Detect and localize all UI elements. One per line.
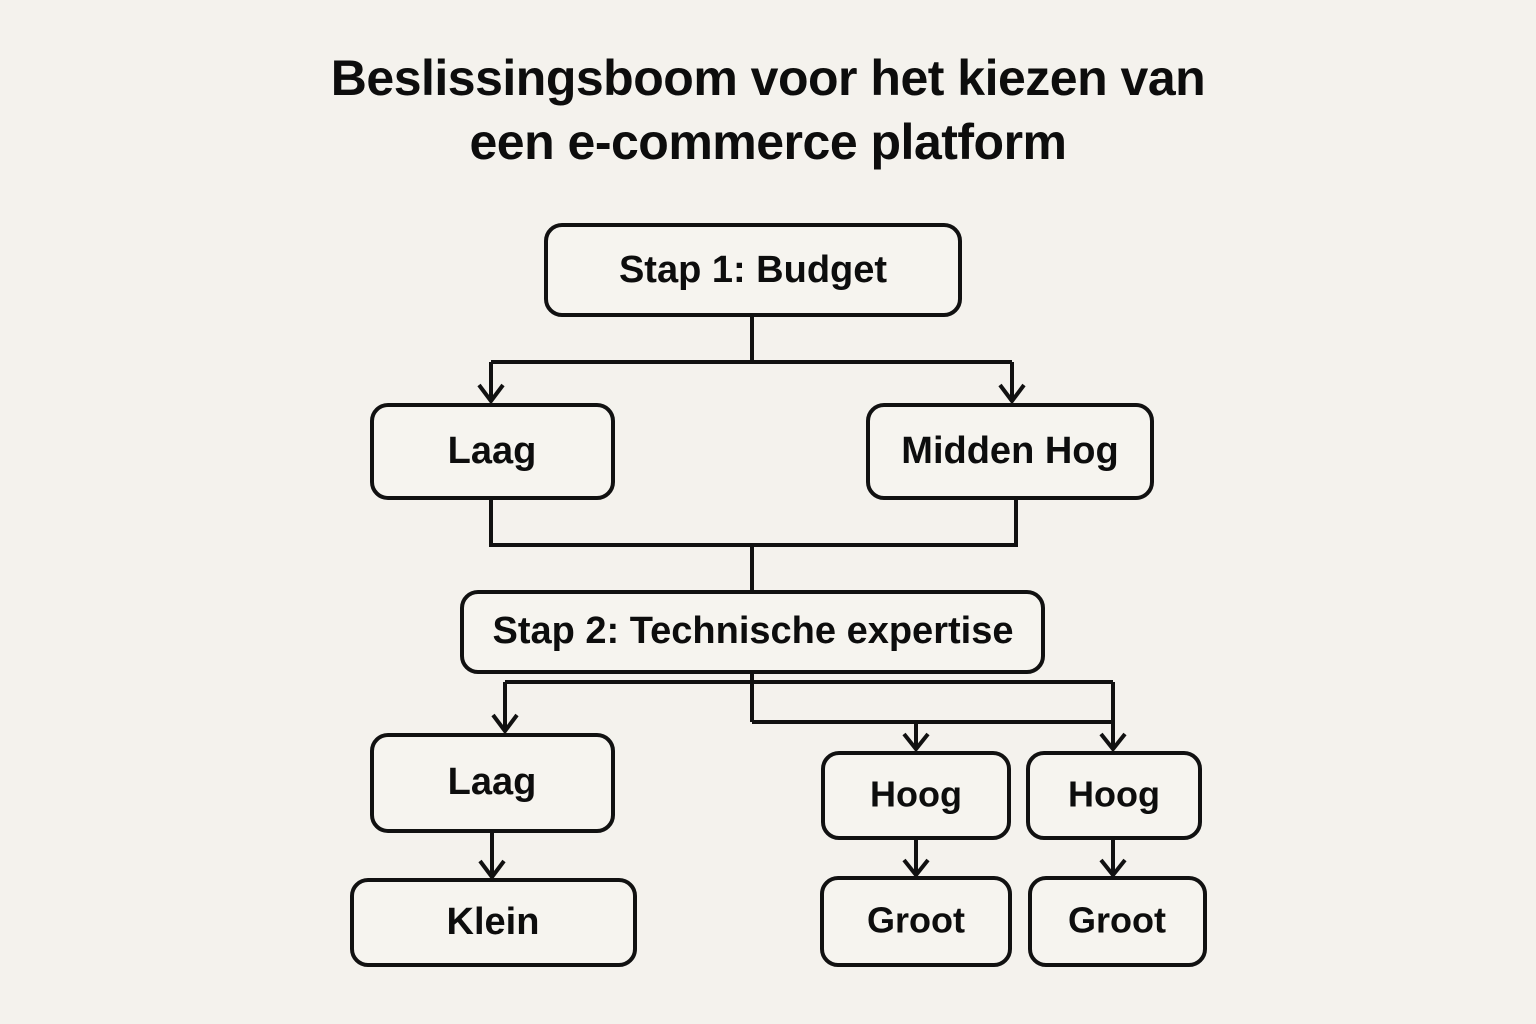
arrow-head-groot1 — [902, 858, 930, 879]
edge-middenhog-to-merge — [752, 498, 1018, 547]
node-groot-2[interactable]: Groot — [1028, 876, 1207, 967]
arrow-head-middenhog — [998, 383, 1026, 405]
node-klein[interactable]: Klein — [350, 878, 637, 967]
node-midden-hog-label: Midden Hog — [901, 430, 1118, 472]
node-groot-1-shape[interactable] — [820, 876, 1012, 967]
page-title: Beslissingsboom voor het kiezen van een … — [330, 50, 1206, 170]
node-layer: Stap 1: Budget Laag Midden Hog Stap 2: T… — [350, 223, 1207, 967]
node-groot-1[interactable]: Groot — [820, 876, 1012, 967]
node-groot-2-shape[interactable] — [1028, 876, 1207, 967]
node-root-shape[interactable] — [544, 223, 962, 317]
node-laag-expertise-shape[interactable] — [370, 733, 615, 833]
node-laag-budget[interactable]: Laag — [370, 403, 615, 500]
node-step2-label: Stap 2: Technische expertise — [493, 610, 1014, 652]
node-groot-1-label: Groot — [867, 900, 965, 941]
node-groot-2-label: Groot — [1068, 900, 1166, 941]
arrow-head-groot2 — [1099, 858, 1127, 879]
node-klein-label: Klein — [447, 901, 540, 943]
node-step2[interactable]: Stap 2: Technische expertise — [460, 590, 1045, 674]
node-hoog-1-label: Hoog — [870, 774, 962, 815]
arrow-head-laag2 — [491, 713, 519, 735]
edge-laag1-to-merge — [489, 498, 752, 547]
node-hoog-1-shape[interactable] — [821, 751, 1011, 840]
arrow-head-klein — [478, 859, 506, 881]
node-laag-expertise[interactable]: Laag — [370, 733, 615, 833]
node-hoog-2[interactable]: Hoog — [1026, 751, 1202, 840]
node-root-label: Stap 1: Budget — [619, 249, 887, 291]
node-laag-expertise-label: Laag — [448, 761, 537, 803]
edge-layer — [477, 315, 1127, 881]
node-hoog-2-label: Hoog — [1068, 774, 1160, 815]
node-root[interactable]: Stap 1: Budget — [544, 223, 962, 317]
node-hoog-1[interactable]: Hoog — [821, 751, 1011, 840]
node-step2-shape[interactable] — [460, 590, 1045, 674]
node-hoog-2-shape[interactable] — [1026, 751, 1202, 840]
node-laag-budget-shape[interactable] — [370, 403, 615, 500]
node-midden-hog-shape[interactable] — [866, 403, 1154, 500]
node-laag-budget-label: Laag — [448, 430, 537, 472]
node-klein-shape[interactable] — [350, 878, 637, 967]
arrow-head-hoog2 — [1099, 732, 1127, 753]
node-midden-hog[interactable]: Midden Hog — [866, 403, 1154, 500]
arrow-head-laag1 — [477, 383, 505, 405]
arrow-head-hoog1 — [902, 732, 930, 753]
